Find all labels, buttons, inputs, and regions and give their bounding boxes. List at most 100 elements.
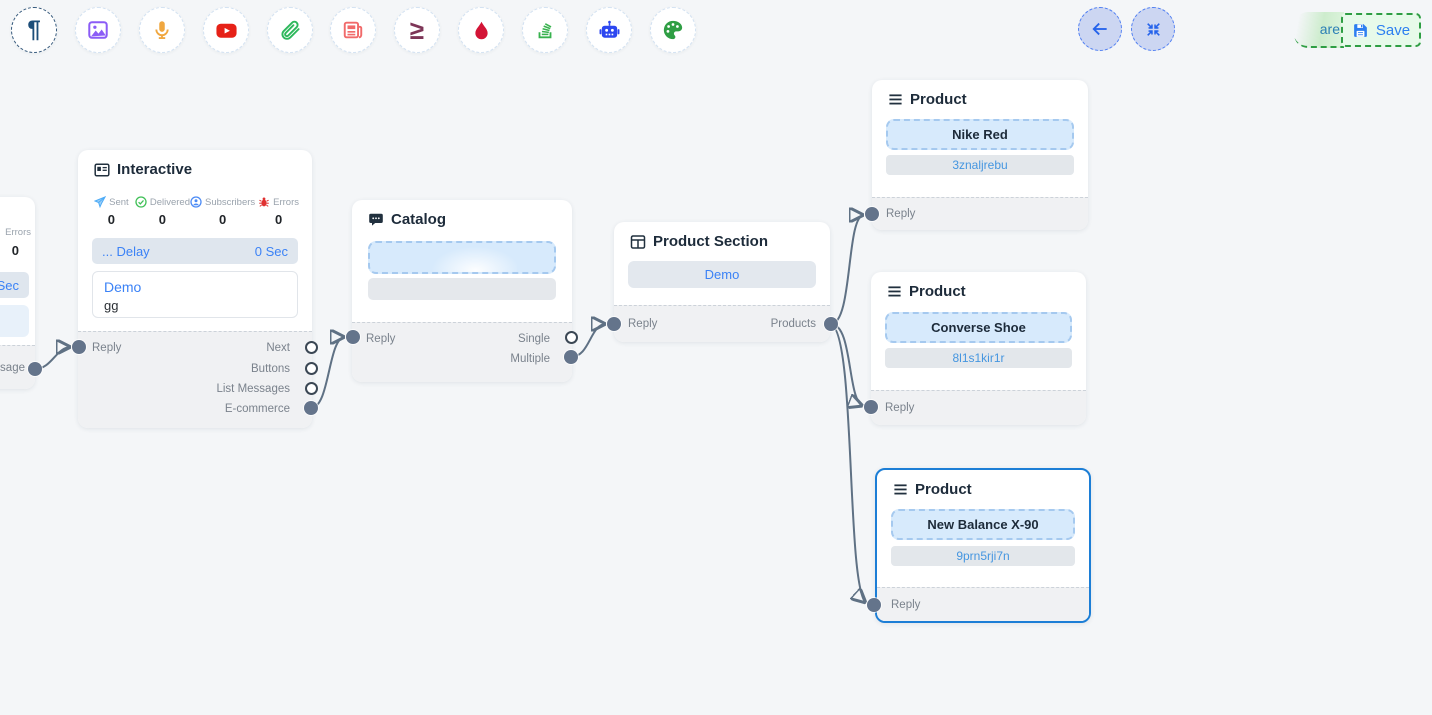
delay-value: 0 Sec xyxy=(254,243,288,259)
node-footer: Reply xyxy=(871,390,1086,425)
handle-product1-reply-in[interactable] xyxy=(865,207,879,221)
save-button[interactable]: Save xyxy=(1341,13,1421,47)
node-title: Product xyxy=(888,91,967,108)
drip-block-button[interactable] xyxy=(458,7,504,53)
audio-block-button[interactable] xyxy=(139,7,185,53)
handle-catalog-reply-in[interactable] xyxy=(346,330,360,344)
edge-products-to-product2 xyxy=(830,323,863,406)
condition-block-button[interactable]: ≥ xyxy=(394,7,440,53)
node-product-3[interactable]: Product New Balance X-90 9prn5rji7n Repl… xyxy=(875,468,1091,623)
share-button-partial[interactable]: are xyxy=(1294,12,1344,48)
image-icon xyxy=(88,21,108,39)
node-title: Interactive xyxy=(94,161,192,178)
node-footer: Reply xyxy=(872,197,1088,230)
edge-products-to-product3 xyxy=(830,323,866,603)
paperclip-icon xyxy=(281,20,300,40)
video-block-button[interactable] xyxy=(203,7,249,53)
handle-interactive-ecommerce-out[interactable] xyxy=(304,401,318,415)
stat-subscribers: Subscribers 0 xyxy=(190,196,255,227)
product-retailer-id[interactable]: 9prn5rji7n xyxy=(891,546,1075,566)
message-title: Demo xyxy=(104,279,142,295)
newspaper-icon xyxy=(343,21,363,39)
port-reply-label: Reply xyxy=(885,402,915,414)
message-text: gg xyxy=(104,298,119,313)
stat-delivered: Delivered 0 xyxy=(135,196,190,227)
node-title-text: Product xyxy=(909,283,966,300)
node-product-1[interactable]: Product Nike Red 3znaljrebu Reply xyxy=(872,80,1088,230)
interactive-icon xyxy=(94,162,110,177)
product-name-box[interactable]: Converse Shoe xyxy=(885,312,1072,343)
delay-row[interactable]: 0 Sec xyxy=(0,272,29,298)
handle-interactive-reply-in[interactable] xyxy=(72,340,86,354)
handle-interactive-next-out[interactable] xyxy=(305,341,318,354)
node-interactive[interactable]: Interactive Sent 0 Delivered xyxy=(78,150,312,428)
node-product-2[interactable]: Product Converse Shoe 8l1s1kir1r Reply xyxy=(871,272,1086,425)
port-list-messages-label: List Messages xyxy=(216,383,290,395)
arrows-collapse-icon xyxy=(1146,22,1160,36)
sequence-block-button[interactable] xyxy=(522,7,568,53)
palette-icon xyxy=(663,20,683,40)
stack-icon xyxy=(538,23,552,39)
catalog-body-placeholder[interactable] xyxy=(368,278,556,300)
node-title: Product xyxy=(893,481,972,498)
list-icon xyxy=(894,484,907,495)
arrow-left-icon xyxy=(1092,22,1107,36)
delay-row[interactable]: ... Delay 0 Sec xyxy=(92,238,298,264)
handle-catalog-multiple-out[interactable] xyxy=(564,350,578,364)
node-partial-left[interactable]: Errors 0 0 Sec essage xyxy=(0,197,35,389)
node-title-text: Interactive xyxy=(117,161,193,178)
handle-message-out[interactable] xyxy=(28,362,42,376)
port-reply-label: Reply xyxy=(92,342,122,354)
port-products-label: Products xyxy=(770,318,816,330)
save-label: Save xyxy=(1375,21,1411,39)
collapse-button[interactable] xyxy=(1131,7,1175,51)
product-retailer-id[interactable]: 3znaljrebu xyxy=(886,155,1074,175)
port-buttons-label: Buttons xyxy=(251,363,290,375)
node-catalog[interactable]: Catalog Reply Single Multiple xyxy=(352,200,572,382)
handle-product-section-reply-in[interactable] xyxy=(607,317,621,331)
list-icon xyxy=(889,94,902,105)
node-title: Catalog xyxy=(368,211,446,228)
image-block-button[interactable] xyxy=(75,7,121,53)
product-name-box[interactable]: Nike Red xyxy=(886,119,1074,150)
table-icon xyxy=(630,234,646,249)
port-message-label: essage xyxy=(0,362,25,374)
port-reply-label: Reply xyxy=(886,208,916,220)
bot-block-button[interactable] xyxy=(586,7,632,53)
port-ecommerce-label: E-commerce xyxy=(224,403,290,415)
theme-block-button[interactable] xyxy=(650,7,696,53)
robot-icon xyxy=(599,20,619,38)
handle-catalog-single-out[interactable] xyxy=(565,331,578,344)
product-section-demo-button[interactable]: Demo xyxy=(628,261,816,288)
attachment-block-button[interactable] xyxy=(267,7,313,53)
product-name-box[interactable]: New Balance X-90 xyxy=(891,509,1075,540)
node-title-text: Catalog xyxy=(391,211,447,228)
catalog-media-placeholder[interactable] xyxy=(368,241,556,274)
port-reply-label: Reply xyxy=(628,318,658,330)
handle-product3-reply-in[interactable] xyxy=(867,598,881,612)
text-block-button[interactable]: ¶ xyxy=(11,7,57,53)
sent-icon xyxy=(94,196,107,208)
product-retailer-id[interactable]: 8l1s1kir1r xyxy=(885,348,1072,368)
back-button[interactable] xyxy=(1078,7,1122,51)
delay-label: ... Delay xyxy=(102,243,150,259)
stat-sent: Sent 0 xyxy=(88,196,135,227)
handle-product-section-products-out[interactable] xyxy=(824,317,838,331)
port-reply-label: Reply xyxy=(366,333,396,345)
node-title-text: Product Section xyxy=(653,233,769,250)
handle-interactive-buttons-out[interactable] xyxy=(305,362,318,375)
handle-product2-reply-in[interactable] xyxy=(864,400,878,414)
port-single-label: Single xyxy=(518,333,550,345)
youtube-icon xyxy=(215,23,237,38)
delay-value: 0 Sec xyxy=(0,277,19,293)
node-footer: Reply Single Multiple xyxy=(352,322,572,382)
handle-interactive-list-messages-out[interactable] xyxy=(305,382,318,395)
template-block-button[interactable] xyxy=(330,7,376,53)
node-product-section[interactable]: Product Section Demo Reply Products xyxy=(614,222,830,342)
quick-reply-chip[interactable] xyxy=(0,305,29,337)
delivered-icon xyxy=(135,196,147,208)
node-title-text: Product xyxy=(910,91,967,108)
message-box[interactable]: Demo gg xyxy=(92,271,298,318)
subscribers-icon xyxy=(190,196,202,208)
